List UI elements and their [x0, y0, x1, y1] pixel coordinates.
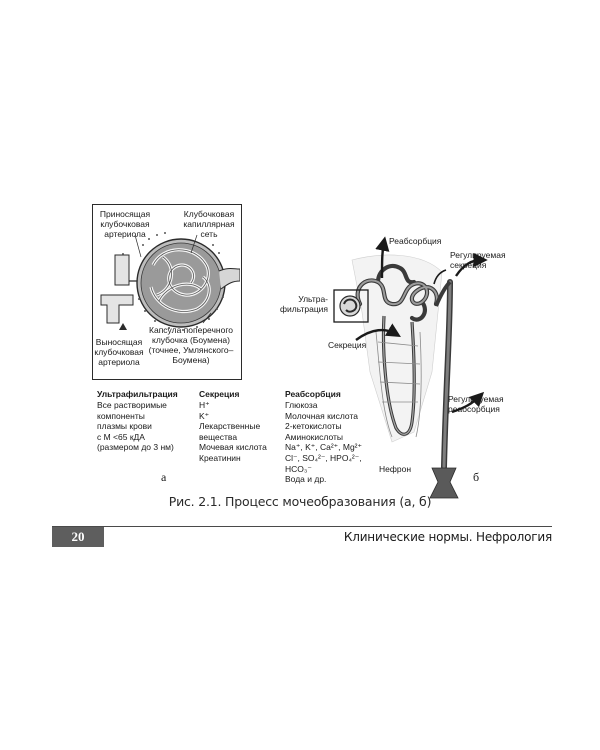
label-afferent-arteriole: Приносящая клубочковая артериола [99, 209, 151, 239]
panel-a-illustration: Приносящая клубочковая артериола Клубочк… [92, 204, 242, 380]
panel-b-letter: б [473, 470, 480, 484]
footer-rule [52, 526, 552, 528]
column-secretion: Секреция H⁺ K⁺ Лекарственные вещества Мо… [199, 389, 283, 464]
label-regulated-secretion: Регулируемая секреция [450, 250, 506, 270]
label-regulated-reabsorption: Регулируемая реабсорбция [448, 394, 504, 414]
label-efferent-arteriole: Выносящая клубочковая артериола [94, 337, 144, 367]
column-heading: Ультрафильтрация [97, 389, 178, 399]
figure-caption: Рис. 2.1. Процесс мочеобразования (а, б) [168, 494, 432, 509]
column-heading: Реабсорбция [285, 389, 341, 399]
column-heading: Секреция [199, 389, 240, 399]
label-secretion: Секреция [328, 340, 367, 350]
label-bowman-capsule: Капсула поперечного клубочка (Боумена) (… [148, 325, 234, 365]
label-capillary-network: Клубочковая капиллярная сеть [183, 209, 235, 239]
nephron-drawing [333, 236, 488, 499]
panel-a-letter: а [161, 470, 167, 484]
page-number: 20 [52, 527, 104, 547]
label-nephron: Нефрон [379, 464, 412, 474]
column-reabsorption: Реабсорбция Глюкоза Молочная кислота 2-к… [285, 389, 381, 485]
label-ultrafiltration: Ультра- фильтрация [280, 294, 329, 314]
running-title: Клинические нормы. Нефрология [343, 530, 552, 544]
column-ultrafiltration: Ультрафильтрация Все растворимые компоне… [97, 389, 197, 453]
label-reabsorption: Реабсорбция [389, 236, 442, 246]
glomerulus-drawing [100, 232, 240, 331]
